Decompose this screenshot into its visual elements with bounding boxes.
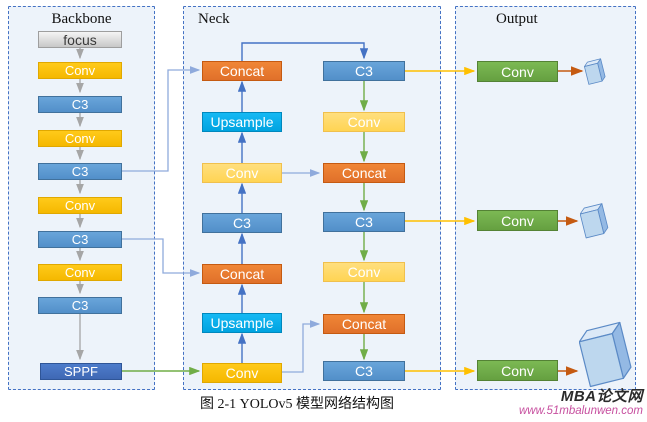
neck-right-conv-1: Conv	[323, 112, 405, 132]
neck-left-c3: C3	[202, 213, 282, 233]
neck-right-concat-2: Concat	[323, 314, 405, 334]
neck-panel-title: Neck	[198, 11, 230, 27]
neck-left-upsample-2: Upsample	[202, 313, 282, 333]
backbone-c3-block-3: C3	[38, 231, 122, 248]
feature-map-large-icon	[579, 321, 632, 388]
backbone-conv-block-1: Conv	[38, 62, 122, 79]
output-conv-2: Conv	[477, 210, 558, 231]
neck-left-concat-1: Concat	[202, 61, 282, 81]
neck-right-c3-3: C3	[323, 361, 405, 381]
neck-right-concat-1: Concat	[323, 163, 405, 183]
backbone-c3-block-4: C3	[38, 297, 122, 314]
output-conv-1: Conv	[477, 61, 558, 82]
output-conv-3: Conv	[477, 360, 558, 381]
neck-right-conv-2: Conv	[323, 262, 405, 282]
feature-map-medium-icon	[580, 203, 609, 239]
backbone-conv-block-3: Conv	[38, 197, 122, 214]
backbone-conv-block-4: Conv	[38, 264, 122, 281]
backbone-c3-block-1: C3	[38, 96, 122, 113]
neck-left-conv-1: Conv	[202, 163, 282, 183]
neck-right-c3-2: C3	[323, 212, 405, 232]
watermark-site-name: MBA论文网	[560, 388, 643, 405]
neck-left-upsample-1: Upsample	[202, 112, 282, 132]
backbone-focus-block: focus	[38, 31, 122, 48]
neck-left-conv-2: Conv	[202, 363, 282, 383]
backbone-sppf-block: SPPF	[40, 363, 122, 380]
backbone-c3-block-2: C3	[38, 163, 122, 180]
output-panel-title: Output	[496, 11, 538, 27]
backbone-conv-block-2: Conv	[38, 130, 122, 147]
figure-caption: 图 2-1 YOLOv5 模型网络结构图	[199, 397, 395, 412]
watermark-site-url: www.51mbalunwen.com	[518, 405, 643, 417]
feature-map-small-icon	[584, 58, 606, 85]
neck-left-concat-2: Concat	[202, 264, 282, 284]
neck-right-c3-1: C3	[323, 61, 405, 81]
backbone-panel-title: Backbone	[51, 11, 112, 27]
